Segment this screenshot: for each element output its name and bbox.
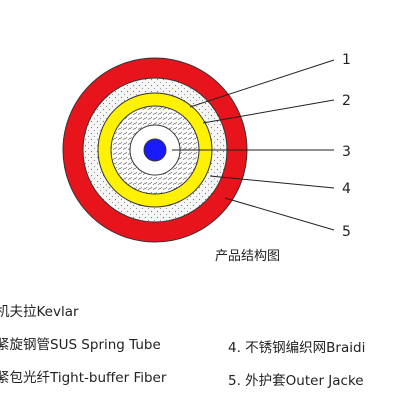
fiber-core: [143, 138, 167, 162]
leader-line-5: [224, 197, 335, 231]
leader-line-2: [202, 99, 335, 124]
legend-item-tight-buffer-fiber: 紧包光纤Tight-buffer Fiber: [0, 370, 167, 386]
callout-number-4: 4: [342, 181, 351, 197]
callout-number-1: 1: [342, 52, 351, 68]
legend-item-outer-jacket: 5. 外护套Outer Jacke: [228, 373, 364, 389]
callout-number-2: 2: [342, 93, 351, 109]
callout-number-3: 3: [342, 144, 351, 160]
diagram-caption: 产品结构图: [215, 249, 281, 264]
legend-item-braiding: 4. 不锈钢编织网Braidi: [228, 340, 366, 356]
leader-line-4: [209, 175, 335, 189]
legend-item-spring-tube: 紧旋钢管SUS Spring Tube: [0, 337, 161, 353]
leader-line-1: [189, 59, 335, 108]
legend-item-kevlar: 机夫拉Kevlar: [0, 304, 79, 320]
callout-number-5: 5: [342, 224, 351, 240]
